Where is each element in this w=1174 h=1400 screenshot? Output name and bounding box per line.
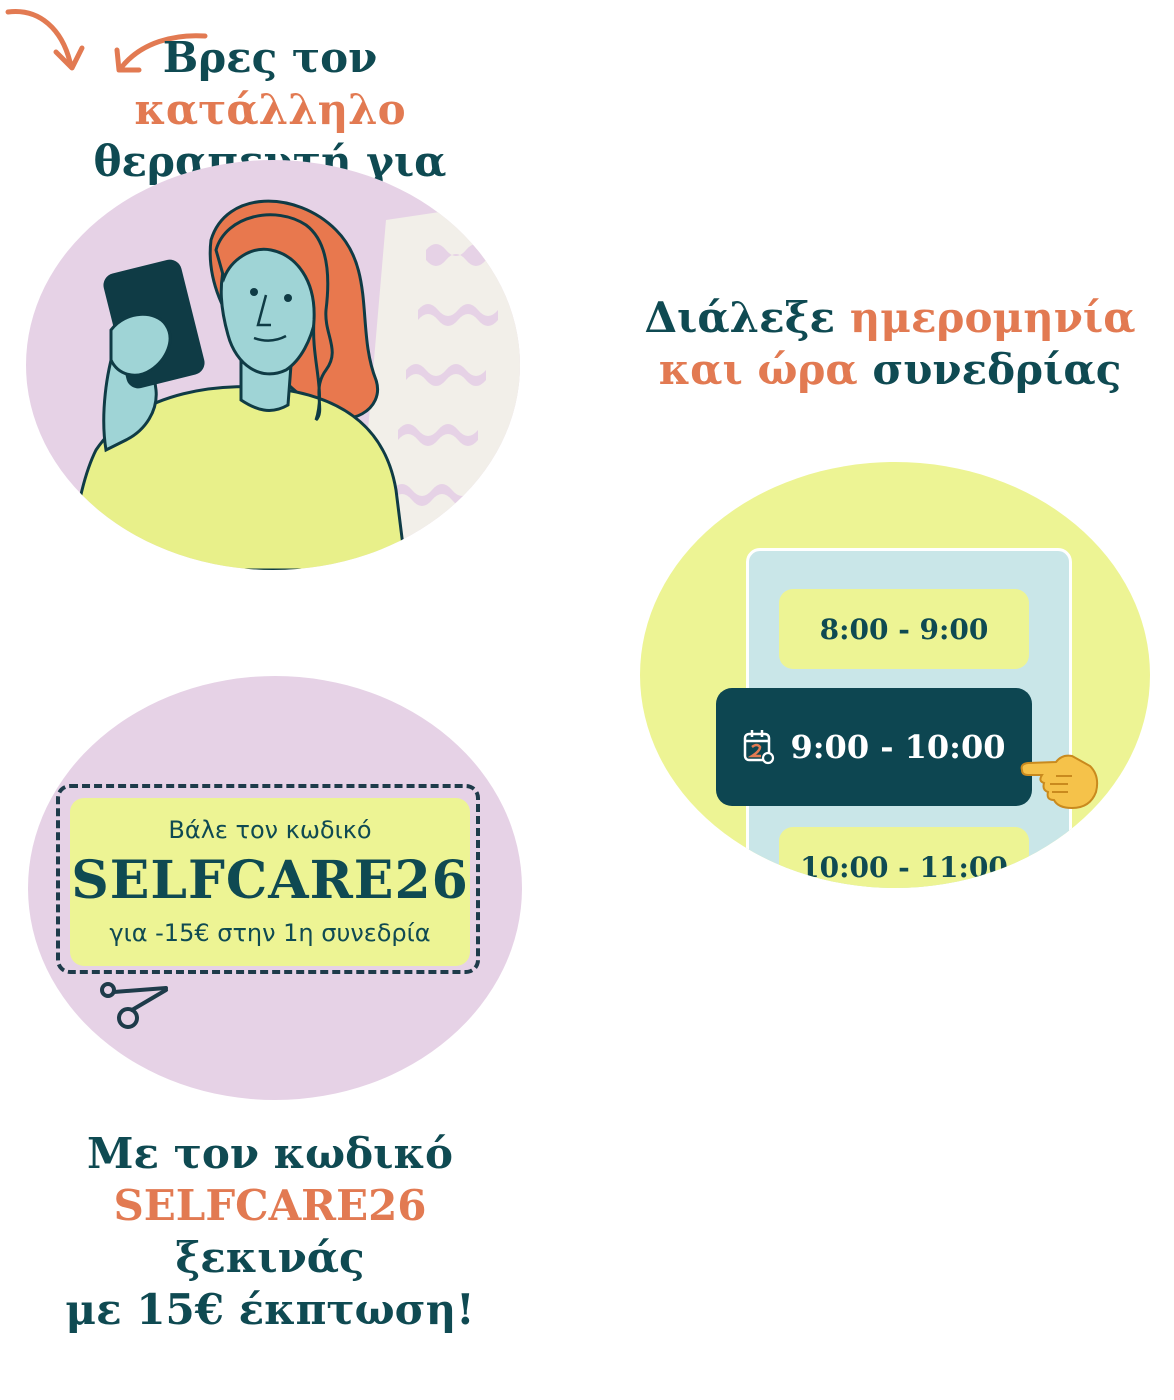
time-slot-3[interactable]: 10:00 - 11:00 — [779, 827, 1029, 888]
step1-title-part1: Βρες τον — [162, 33, 378, 82]
curved-arrow-icon — [5, 9, 85, 71]
step2-title-part2: συνεδρίας — [857, 345, 1122, 394]
coupon-card: Βάλε τον κωδικό SELFCARE26 για -15€ στην… — [70, 798, 470, 966]
time-slot-1[interactable]: 8:00 - 9:00 — [779, 589, 1029, 669]
step2-title-accent2: και ώρα — [658, 345, 858, 394]
time-slot-illustration: 8:00 - 9:00 10:00 - 11:00 9:00 - 10:00 — [640, 462, 1150, 888]
step1-title-accent: κατάλληλο — [134, 85, 406, 134]
curved-arrow-icon-2 — [114, 33, 208, 73]
step2-title-accent1: ημερομηνία — [849, 293, 1136, 342]
step3-line1: Με τον κωδικό — [87, 1129, 453, 1178]
coupon-line1: Βάλε τον κωδικό — [168, 816, 372, 844]
step2-heading: Διάλεξε ημερομηνία και ώρα συνεδρίας — [640, 292, 1140, 396]
coupon-code: SELFCARE26 — [71, 850, 469, 911]
coupon-line2: για -15€ στην 1η συνεδρία — [109, 919, 431, 947]
coupon-dashed-border — [56, 784, 480, 974]
step3-line2-rest: ξεκινάς — [175, 1233, 365, 1282]
time-slot-2-label: 9:00 - 10:00 — [790, 728, 1006, 766]
step3-heading: Με τον κωδικό SELFCARE26 ξεκινάς με 15€ … — [20, 1128, 520, 1336]
scissors-icon — [100, 982, 168, 1029]
step3-line3: με 15€ έκπτωση! — [65, 1285, 475, 1334]
pointing-hand-icon — [1020, 754, 1099, 810]
step2-title-part1: Διάλεξε — [644, 293, 850, 342]
coupon-illustration: Βάλε τον κωδικό SELFCARE26 για -15€ στην… — [28, 676, 522, 1100]
woman-illustration-graphic — [64, 199, 520, 570]
calendar-icon — [744, 730, 775, 765]
time-slot-2-selected[interactable]: 9:00 - 10:00 — [716, 688, 1032, 806]
woman-with-phone-illustration — [26, 160, 520, 570]
step3-code: SELFCARE26 — [113, 1181, 427, 1230]
